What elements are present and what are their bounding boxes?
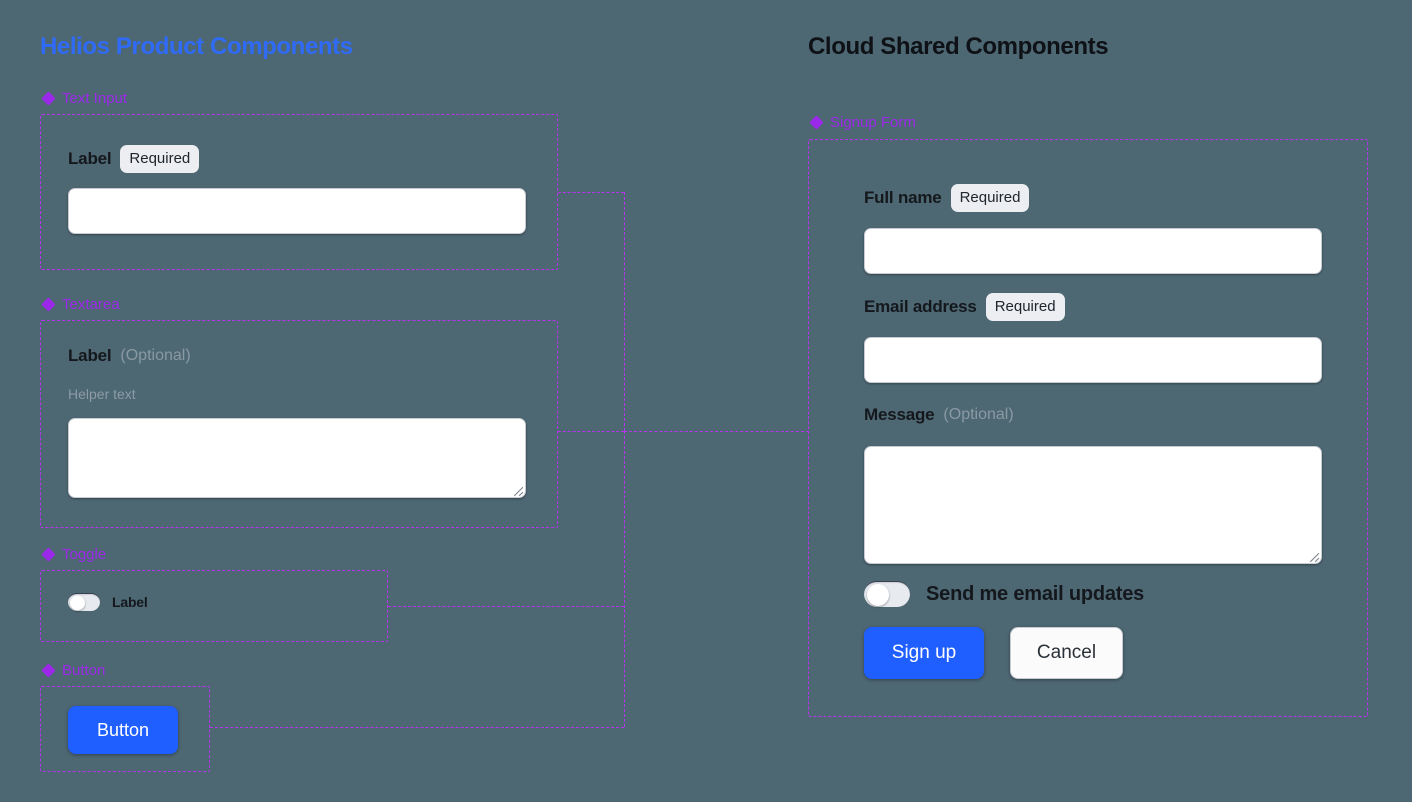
textarea-field[interactable] [68,418,526,498]
connector-bus-v [624,431,625,727]
message-optional-tag: (Optional) [943,406,1014,423]
page-title-cloud: Cloud Shared Components [808,33,1109,60]
sign-up-button[interactable]: Sign up [864,627,984,679]
diamond-cluster-icon [42,298,55,311]
section-caption-textarea: Textarea [42,296,120,313]
connector-textarea-h1 [558,431,624,432]
full-name-required-badge: Required [950,184,1030,212]
textarea-label: Label [68,346,112,365]
section-caption-label: Textarea [62,296,120,313]
email-required-badge: Required [985,293,1065,321]
text-input-label-row: Label Required [68,145,200,173]
text-input-required-badge: Required [120,145,200,173]
section-caption-signup-form: Signup Form [810,114,916,131]
diamond-cluster-icon [42,92,55,105]
section-caption-label: Signup Form [830,114,916,131]
textarea-helper-text: Helper text [68,386,136,402]
message-label: Message [864,405,935,424]
full-name-label: Full name [864,188,942,207]
connector-textarea-h2 [624,431,809,432]
section-caption-toggle: Toggle [42,546,106,563]
email-label: Email address [864,297,977,316]
email-updates-toggle-row[interactable]: Send me email updates [864,581,1144,607]
text-input-label: Label [68,149,112,168]
diamond-cluster-icon [42,548,55,561]
section-caption-label: Button [62,662,106,679]
textarea-optional-tag: (Optional) [120,347,191,364]
frame-textarea: Label (Optional) Helper text [40,320,558,528]
email-updates-label: Send me email updates [926,582,1145,605]
full-name-input[interactable] [864,228,1322,274]
message-textarea[interactable] [864,446,1322,564]
section-caption-label: Text Input [62,90,128,107]
connector-button-h [210,727,624,728]
frame-button: Button [40,686,210,772]
toggle-knob [70,595,85,610]
email-input[interactable] [864,337,1322,383]
email-updates-knob [867,583,889,606]
section-caption-label: Toggle [62,546,107,563]
toggle-row[interactable]: Label [68,593,148,611]
connector-toggle-h [388,606,624,607]
connector-text-input-v [624,192,625,431]
cancel-button[interactable]: Cancel [1010,627,1123,679]
frame-toggle: Label [40,570,388,642]
connector-text-input-h1 [558,192,624,193]
frame-signup-form: Full name Required Email address Require… [808,139,1368,717]
message-label-row: Message (Optional) [864,405,1014,425]
toggle-switch[interactable] [68,593,100,611]
toggle-label: Label [112,594,148,610]
full-name-label-row: Full name Required [864,184,1030,212]
section-caption-text-input: Text Input [42,90,127,107]
diamond-cluster-icon [42,664,55,677]
frame-text-input: Label Required [40,114,558,270]
email-updates-switch[interactable] [864,581,910,607]
page-title-helios: Helios Product Components [40,33,353,60]
diamond-cluster-icon [810,116,823,129]
text-input-field[interactable] [68,188,526,234]
textarea-label-row: Label (Optional) [68,346,191,366]
email-label-row: Email address Required [864,293,1065,321]
section-caption-button: Button [42,662,105,679]
demo-button[interactable]: Button [68,706,178,754]
